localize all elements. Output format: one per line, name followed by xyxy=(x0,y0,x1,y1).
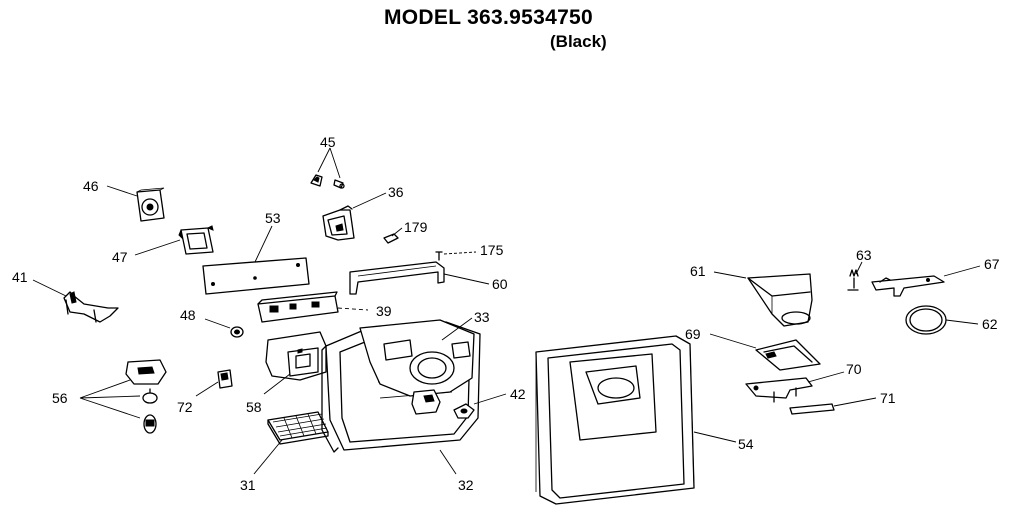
part-61-ice-chute[interactable] xyxy=(747,273,813,327)
callout-42: 42 xyxy=(510,386,526,402)
callout-47: 47 xyxy=(112,249,128,265)
part-67-bracket[interactable] xyxy=(871,275,945,297)
callout-175: 175 xyxy=(480,242,504,258)
part-39-control-board[interactable] xyxy=(257,291,339,323)
part-56-dispenser-motor[interactable] xyxy=(125,359,167,434)
callout-56: 56 xyxy=(52,390,68,406)
part-42-actuator[interactable] xyxy=(453,403,475,419)
callout-32: 32 xyxy=(458,477,474,493)
callout-61: 61 xyxy=(690,263,706,279)
part-69-chute-flap[interactable] xyxy=(755,339,821,371)
part-62-gasket-ring[interactable] xyxy=(905,305,947,335)
callout-58: 58 xyxy=(246,399,262,415)
callout-39: 39 xyxy=(376,303,392,319)
callout-71: 71 xyxy=(880,390,896,406)
part-48-grommet[interactable] xyxy=(230,326,244,338)
callout-48: 48 xyxy=(180,307,196,323)
part-60-channel-bracket[interactable] xyxy=(349,261,445,295)
part-33-funnel-assembly[interactable] xyxy=(359,319,475,415)
part-47-switch-housing[interactable] xyxy=(178,225,214,255)
callout-179: 179 xyxy=(404,219,428,235)
part-70-lever[interactable] xyxy=(745,377,813,403)
part-46-switch[interactable] xyxy=(136,187,165,222)
part-72-switch[interactable] xyxy=(217,369,233,389)
part-71-bar[interactable] xyxy=(789,403,835,415)
callout-33: 33 xyxy=(474,309,490,325)
callout-63: 63 xyxy=(856,247,872,263)
diagram-subtitle: (Black) xyxy=(550,32,607,51)
part-36-bracket[interactable] xyxy=(322,205,355,241)
callout-53: 53 xyxy=(265,210,281,226)
callout-60: 60 xyxy=(492,276,508,292)
part-58-motor-housing[interactable] xyxy=(265,331,327,381)
callout-62: 62 xyxy=(982,316,998,332)
part-175-screw[interactable] xyxy=(435,251,443,261)
part-45-screws[interactable] xyxy=(310,174,345,189)
callout-67: 67 xyxy=(984,256,1000,272)
callout-45: 45 xyxy=(320,134,336,150)
callout-72: 72 xyxy=(177,399,193,415)
part-41-wire-bracket[interactable] xyxy=(63,291,119,323)
callout-31: 31 xyxy=(240,477,256,493)
callout-41: 41 xyxy=(12,269,28,285)
callout-70: 70 xyxy=(846,361,862,377)
callout-46: 46 xyxy=(83,178,99,194)
callout-54: 54 xyxy=(738,436,754,452)
callout-69: 69 xyxy=(685,326,701,342)
part-31-drip-tray[interactable] xyxy=(267,411,329,445)
part-54-door-liner[interactable] xyxy=(535,335,695,505)
diagram-title: MODEL 363.9534750 xyxy=(384,6,594,29)
part-53-panel-plate[interactable] xyxy=(202,257,310,295)
callout-36: 36 xyxy=(388,184,404,200)
part-179-clip[interactable] xyxy=(383,233,399,244)
